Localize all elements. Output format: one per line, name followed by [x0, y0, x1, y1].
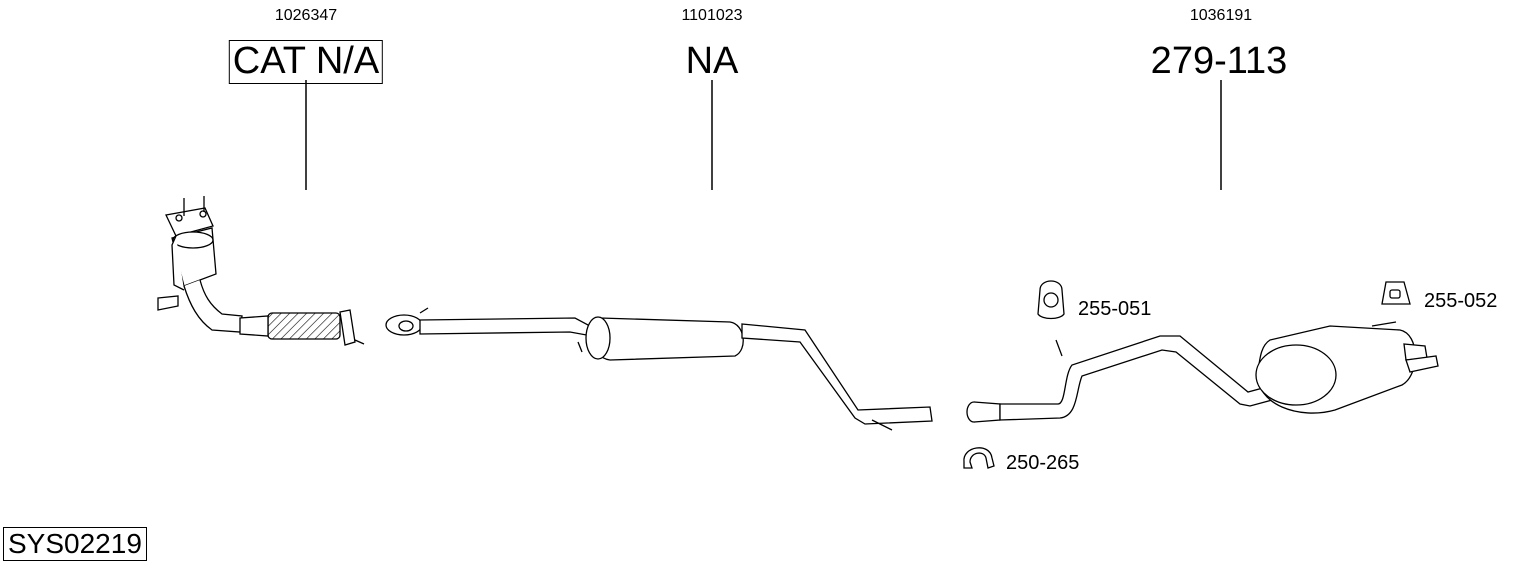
part-ref-middle-silencer: 1101023 [681, 7, 743, 24]
part-code-rear-silencer: 279-113 [1150, 40, 1288, 82]
part-code-catalyst: CAT N/A [228, 40, 384, 84]
hanger-2-icon [1381, 281, 1411, 305]
fitting-label-hanger-1: 255-051 [1078, 298, 1152, 320]
part-ref-catalyst: 1026347 [274, 7, 338, 24]
hanger-1-icon [1037, 280, 1065, 320]
part-code-middle-silencer: NA [685, 40, 739, 82]
fitting-label-clamp: 250-265 [1006, 452, 1080, 474]
catalyst-assembly [157, 196, 365, 346]
system-code-box: SYS02219 [3, 527, 147, 561]
clamp-icon [963, 447, 995, 469]
rear-silencer-assembly [966, 321, 1439, 423]
part-ref-rear-silencer: 1036191 [1189, 7, 1253, 24]
middle-silencer-assembly [385, 307, 933, 431]
fitting-label-hanger-2: 255-052 [1424, 290, 1498, 312]
